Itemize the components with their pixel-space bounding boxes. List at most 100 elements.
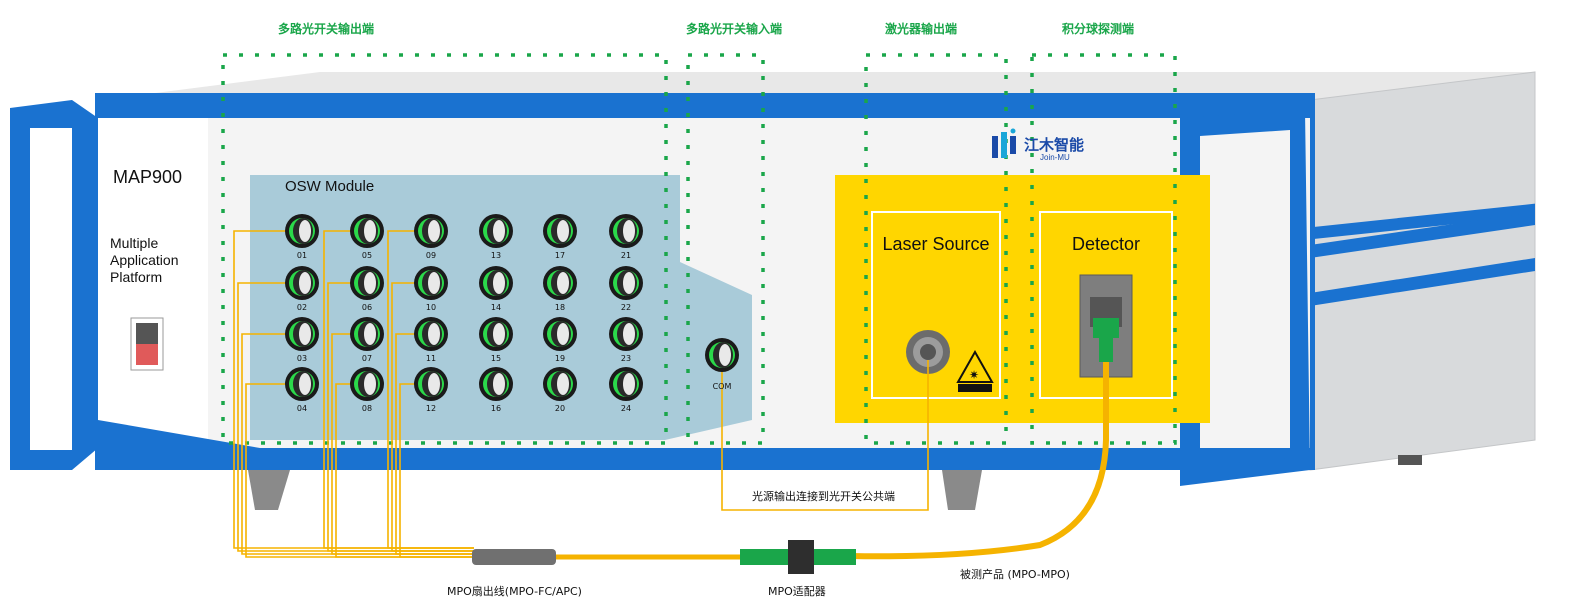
osw-module-label: OSW Module bbox=[285, 178, 375, 195]
port-label: 23 bbox=[621, 354, 631, 363]
zone-label-detector: 积分球探测端 bbox=[1062, 22, 1135, 36]
port-label: 10 bbox=[426, 303, 436, 312]
zone-label-osw-input: 多路光开关输入端 bbox=[686, 22, 783, 36]
port-label: 19 bbox=[555, 354, 565, 363]
dut-fiber bbox=[849, 362, 1109, 560]
port-label: 15 bbox=[491, 354, 501, 363]
mpo-adapter-right-boot bbox=[814, 549, 856, 565]
osw-port-17[interactable]: 17 bbox=[543, 214, 577, 260]
osw-port-23[interactable]: 23 bbox=[609, 317, 643, 363]
mpo-adapter-left-boot bbox=[740, 549, 788, 565]
osw-port-14[interactable]: 14 bbox=[479, 266, 513, 312]
device-subtitle-line-2: Application bbox=[110, 252, 179, 268]
osw-port-06[interactable]: 06 bbox=[350, 266, 384, 312]
port-label: 14 bbox=[491, 303, 501, 312]
caption-fanout: MPO扇出线(MPO-FC/APC) bbox=[447, 585, 582, 598]
osw-port-01[interactable]: 01 bbox=[285, 214, 319, 260]
osw-port-18[interactable]: 18 bbox=[543, 266, 577, 312]
side-stripe-lower bbox=[1310, 258, 1535, 306]
osw-port-03[interactable]: 03 bbox=[285, 317, 319, 363]
laser-source-title: Laser Source bbox=[882, 234, 990, 254]
osw-port-22[interactable]: 22 bbox=[609, 266, 643, 312]
port-label: 21 bbox=[621, 251, 631, 260]
osw-port-19[interactable]: 19 bbox=[543, 317, 577, 363]
osw-port-13[interactable]: 13 bbox=[479, 214, 513, 260]
caption-fiber-route: 光源输出连接到光开关公共端 bbox=[752, 490, 895, 503]
logo-sub: Join-MU bbox=[1040, 153, 1070, 162]
fanout-fiber bbox=[387, 230, 474, 549]
osw-port-11[interactable]: 11 bbox=[414, 317, 448, 363]
port-label: 24 bbox=[621, 404, 631, 413]
osw-port-24[interactable]: 24 bbox=[609, 367, 643, 413]
osw-com-port[interactable]: COM bbox=[705, 338, 739, 391]
port-label: 13 bbox=[491, 251, 501, 260]
right-handle bbox=[1180, 110, 1310, 486]
port-label: 11 bbox=[426, 354, 436, 363]
port-label: 01 bbox=[297, 251, 307, 260]
zone-label-laser: 激光器输出端 bbox=[885, 22, 958, 36]
device-model: MAP900 bbox=[113, 167, 183, 187]
port-label: 09 bbox=[426, 251, 436, 260]
osw-port-08[interactable]: 08 bbox=[350, 367, 384, 413]
ports-layer: 01 02 03 04 05 06 07 08 09 10 11 12 13 14 15 16 17 18 19 20… bbox=[285, 214, 739, 413]
port-label: 07 bbox=[362, 354, 372, 363]
port-label: COM bbox=[713, 382, 732, 391]
port-label: 20 bbox=[555, 404, 565, 413]
laser-warning-icon bbox=[956, 349, 994, 383]
zone-box-detector bbox=[1030, 53, 1177, 445]
osw-port-12[interactable]: 12 bbox=[414, 367, 448, 413]
join-mu-logo-icon bbox=[990, 128, 1018, 162]
osw-port-20[interactable]: 20 bbox=[543, 367, 577, 413]
detector-ferrule bbox=[1093, 318, 1119, 338]
osw-port-07[interactable]: 07 bbox=[350, 317, 384, 363]
front-panel-left-strip bbox=[98, 118, 208, 448]
port-label: 03 bbox=[297, 354, 307, 363]
osw-port-05[interactable]: 05 bbox=[350, 214, 384, 260]
osw-port-16[interactable]: 16 bbox=[479, 367, 513, 413]
port-label: 05 bbox=[362, 251, 372, 260]
laser-to-com-fiber bbox=[721, 360, 929, 511]
osw-port-15[interactable]: 15 bbox=[479, 317, 513, 363]
detector-cable-boot bbox=[1099, 338, 1113, 362]
mpo-adapter-body[interactable] bbox=[788, 540, 814, 574]
caption-adapter: MPO适配器 bbox=[768, 585, 826, 598]
front-foot-right bbox=[942, 470, 982, 510]
laser-warning-symbol: ✷ bbox=[969, 368, 979, 382]
fanout-fiber bbox=[399, 383, 474, 558]
osw-port-21[interactable]: 21 bbox=[609, 214, 643, 260]
logo-name: 江木智能 bbox=[1024, 136, 1085, 154]
yellow-panel bbox=[835, 175, 1210, 423]
port-label: 02 bbox=[297, 303, 307, 312]
osw-port-02[interactable]: 02 bbox=[285, 266, 319, 312]
device-subtitle-line-1: Multiple bbox=[110, 235, 159, 251]
port-label: 12 bbox=[426, 404, 436, 413]
laser-class-label bbox=[958, 384, 992, 392]
fiber-layer bbox=[233, 230, 474, 558]
laser-connector-core bbox=[920, 344, 936, 360]
front-panel-bottom-bevel bbox=[98, 420, 260, 448]
laser-panel-frame bbox=[871, 211, 1001, 399]
caption-dut: 被测产品 (MPO-MPO) bbox=[960, 568, 1070, 581]
port-label: 17 bbox=[555, 251, 565, 260]
port-label: 08 bbox=[362, 404, 372, 413]
zone-label-osw-output: 多路光开关输出端 bbox=[278, 22, 375, 36]
port-label: 16 bbox=[491, 404, 501, 413]
osw-port-04[interactable]: 04 bbox=[285, 367, 319, 413]
fanout-fiber bbox=[391, 282, 474, 552]
osw-port-09[interactable]: 09 bbox=[414, 214, 448, 260]
device-subtitle-line-3: Platform bbox=[110, 269, 163, 285]
power-switch-rocker-top bbox=[136, 323, 158, 344]
front-foot-left bbox=[248, 470, 290, 510]
osw-port-10[interactable]: 10 bbox=[414, 266, 448, 312]
fanout-sleeve bbox=[472, 549, 556, 565]
port-label: 06 bbox=[362, 303, 372, 312]
port-label: 18 bbox=[555, 303, 565, 312]
fanout-fiber bbox=[395, 333, 474, 555]
power-switch-rocker-bottom bbox=[136, 344, 158, 365]
detector-title: Detector bbox=[1071, 234, 1141, 254]
side-stripe-upper bbox=[1310, 212, 1535, 258]
left-handle bbox=[10, 100, 98, 470]
rear-foot bbox=[1398, 455, 1422, 465]
